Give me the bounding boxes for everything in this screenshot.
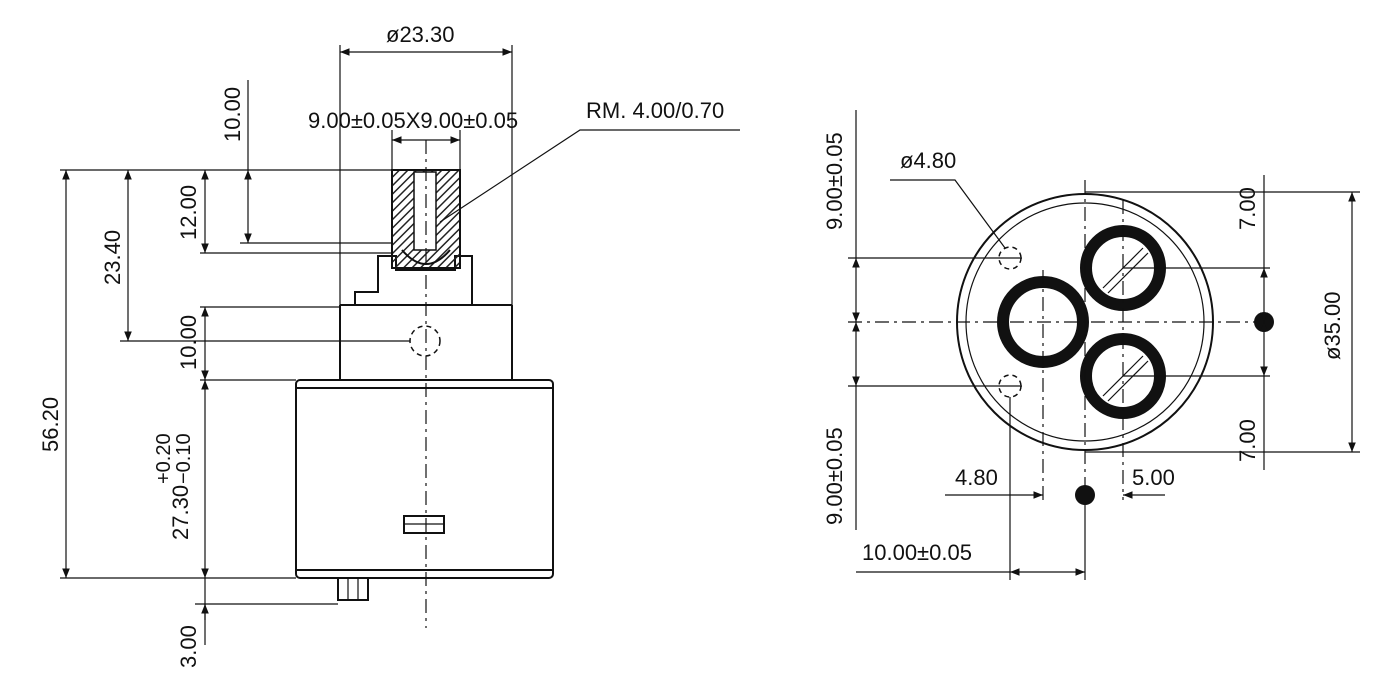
dim-5: 5.00 [1132,465,1175,490]
dim-10-top: 10.00 [220,87,245,142]
dim-7-top: 7.00 [1235,187,1260,230]
dim-3: 3.00 [176,625,201,668]
dim-27-30-tol-upper: +0.20 [153,433,175,484]
plan-view: ø4.80 9.00±0.05 9.00±0.05 7.00 7.00 ø35.… [822,110,1360,580]
dim-hole: ø4.80 [900,148,956,173]
dim-9-bottom: 9.00±0.05 [822,427,847,525]
side-view: ø23.30 9.00±0.05X9.00±0.05 RM. 4.00/0.70… [38,22,740,668]
dim-diameter-35: ø35.00 [1320,292,1345,361]
dim-27-30: 27.30 [168,485,193,540]
dim-4-80: 4.80 [955,465,998,490]
dim-7-bottom: 7.00 [1235,419,1260,462]
dim-10-mid: 10.00 [176,315,201,370]
dim-top-diameter: ø23.30 [386,22,455,47]
dim-56-20: 56.20 [38,397,63,452]
dim-square-bore: 9.00±0.05X9.00±0.05 [308,108,518,133]
dim-10-bottom: 10.00±0.05 [862,540,972,565]
datum-dot-bottom [1075,485,1095,505]
cartridge-body [295,379,554,601]
dim-rim: RM. 4.00/0.70 [586,98,724,123]
dim-9-top: 9.00±0.05 [822,132,847,230]
dim-23-40: 23.40 [100,230,125,285]
dim-12: 12.00 [176,185,201,240]
dim-27-30-tol-lower: −0.10 [173,433,195,484]
